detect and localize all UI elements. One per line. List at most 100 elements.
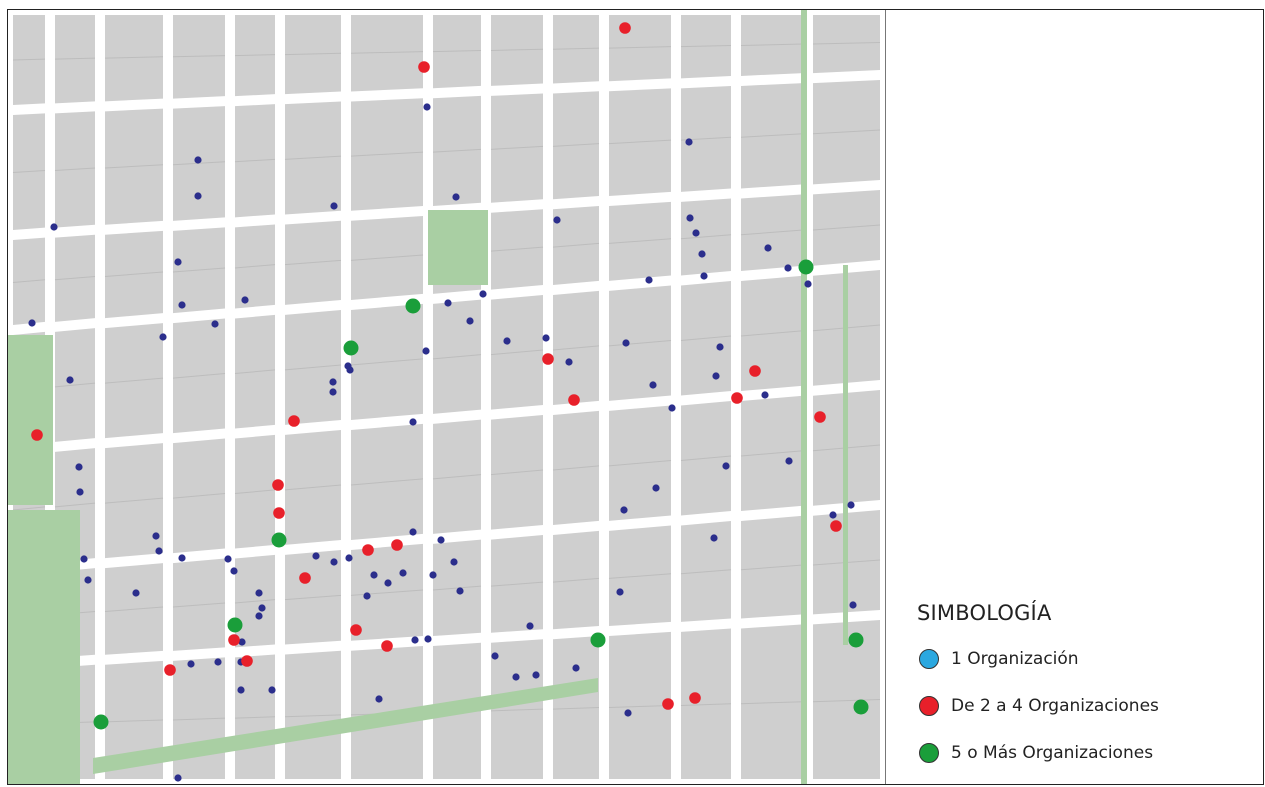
lot-line: [284, 714, 342, 718]
organization-marker-single: [174, 258, 182, 266]
organization-marker-multi: [272, 479, 284, 491]
lot-line: [234, 158, 276, 163]
organization-marker-single: [452, 193, 460, 201]
legend-item-many: 5 o Más Organizaciones: [919, 739, 1153, 767]
lot-line: [552, 242, 600, 248]
city-block: [105, 15, 163, 102]
organization-marker-single: [553, 216, 561, 224]
lot-line: [740, 701, 804, 705]
lot-line: [104, 271, 164, 277]
organization-marker-single: [503, 337, 511, 345]
lot-line: [812, 42, 881, 45]
organization-marker-single: [542, 334, 550, 342]
lot-line: [172, 717, 226, 721]
lot-line: [54, 57, 96, 60]
lot-line: [812, 699, 881, 703]
city-block: [681, 628, 731, 779]
lot-line: [608, 238, 672, 244]
organization-marker-single: [572, 664, 580, 672]
city-block: [741, 15, 803, 76]
organization-marker-multi: [350, 624, 362, 636]
lot-line: [680, 569, 732, 575]
legend-swatch-many-icon: [919, 743, 939, 763]
lot-line: [104, 377, 164, 384]
organization-marker-multi: [31, 429, 43, 441]
organization-marker-single: [178, 554, 186, 562]
organization-marker-single: [28, 319, 36, 327]
organization-marker-single: [479, 290, 487, 298]
legend-label-single: 1 Organización: [951, 649, 1079, 669]
lot-line: [680, 455, 732, 461]
map[interactable]: [8, 10, 885, 784]
city-block: [173, 15, 225, 99]
lot-line: [350, 478, 424, 486]
organization-marker-single: [159, 333, 167, 341]
lot-line: [680, 335, 732, 341]
lot-line: [350, 358, 424, 366]
organization-marker-single: [652, 484, 660, 492]
lot-line: [432, 474, 482, 480]
organization-marker-many: [848, 632, 864, 648]
organization-marker-single: [668, 404, 676, 412]
lot-line: [172, 55, 226, 58]
organization-marker-single: [649, 381, 657, 389]
legend-label-many: 5 o Más Organizaciones: [951, 743, 1154, 763]
lot-line: [812, 129, 881, 135]
organization-marker-single: [345, 554, 353, 562]
organization-marker-single: [456, 587, 464, 595]
lot-line: [812, 224, 881, 231]
organization-markers[interactable]: [28, 22, 869, 782]
organization-marker-multi: [418, 61, 430, 73]
city-blocks: [12, 15, 881, 779]
map-canvas[interactable]: [8, 10, 885, 784]
organization-marker-single: [329, 388, 337, 396]
park-west-lower: [8, 510, 80, 784]
lot-line: [490, 145, 544, 150]
organization-marker-single: [616, 588, 624, 596]
organization-marker-multi: [362, 544, 374, 556]
lot-line: [740, 564, 804, 571]
organization-marker-multi: [662, 698, 674, 710]
organization-marker-many: [590, 632, 606, 648]
organization-marker-many: [227, 617, 243, 633]
organization-marker-single: [532, 671, 540, 679]
organization-marker-single: [80, 555, 88, 563]
legend-item-single: 1 Organización: [919, 645, 1079, 673]
lot-line: [552, 707, 600, 710]
organization-marker-single: [849, 601, 857, 609]
organization-marker-many: [405, 298, 421, 314]
lot-line: [104, 719, 164, 723]
organization-marker-single: [710, 534, 718, 542]
city-block: [285, 650, 341, 779]
organization-marker-single: [152, 532, 160, 540]
organization-marker-single: [409, 528, 417, 536]
city-block: [681, 15, 731, 79]
organization-marker-single: [155, 547, 163, 555]
lot-line: [490, 48, 544, 51]
lot-line: [490, 469, 544, 476]
city-block: [813, 15, 880, 74]
lot-line: [350, 254, 424, 261]
organization-marker-multi: [619, 22, 631, 34]
organization-marker-single: [224, 555, 232, 563]
legend-swatch-multi-icon: [919, 696, 939, 716]
lot-line: [350, 151, 424, 157]
organization-marker-multi: [391, 539, 403, 551]
organization-marker-multi: [164, 664, 176, 676]
lot-line: [432, 354, 482, 360]
organization-marker-single: [526, 622, 534, 630]
organization-marker-single: [330, 558, 338, 566]
lot-line: [740, 229, 804, 236]
organization-marker-single: [450, 558, 458, 566]
organization-marker-single: [178, 301, 186, 309]
organization-marker-single: [66, 376, 74, 384]
lot-line: [234, 489, 276, 495]
lot-line: [740, 330, 804, 337]
organization-marker-single: [698, 250, 706, 258]
lot-line: [284, 364, 342, 371]
lot-line: [12, 169, 46, 173]
lot-line: [104, 606, 164, 612]
city-block: [491, 15, 543, 86]
lot-line: [104, 56, 164, 59]
organization-marker-many: [853, 699, 869, 715]
